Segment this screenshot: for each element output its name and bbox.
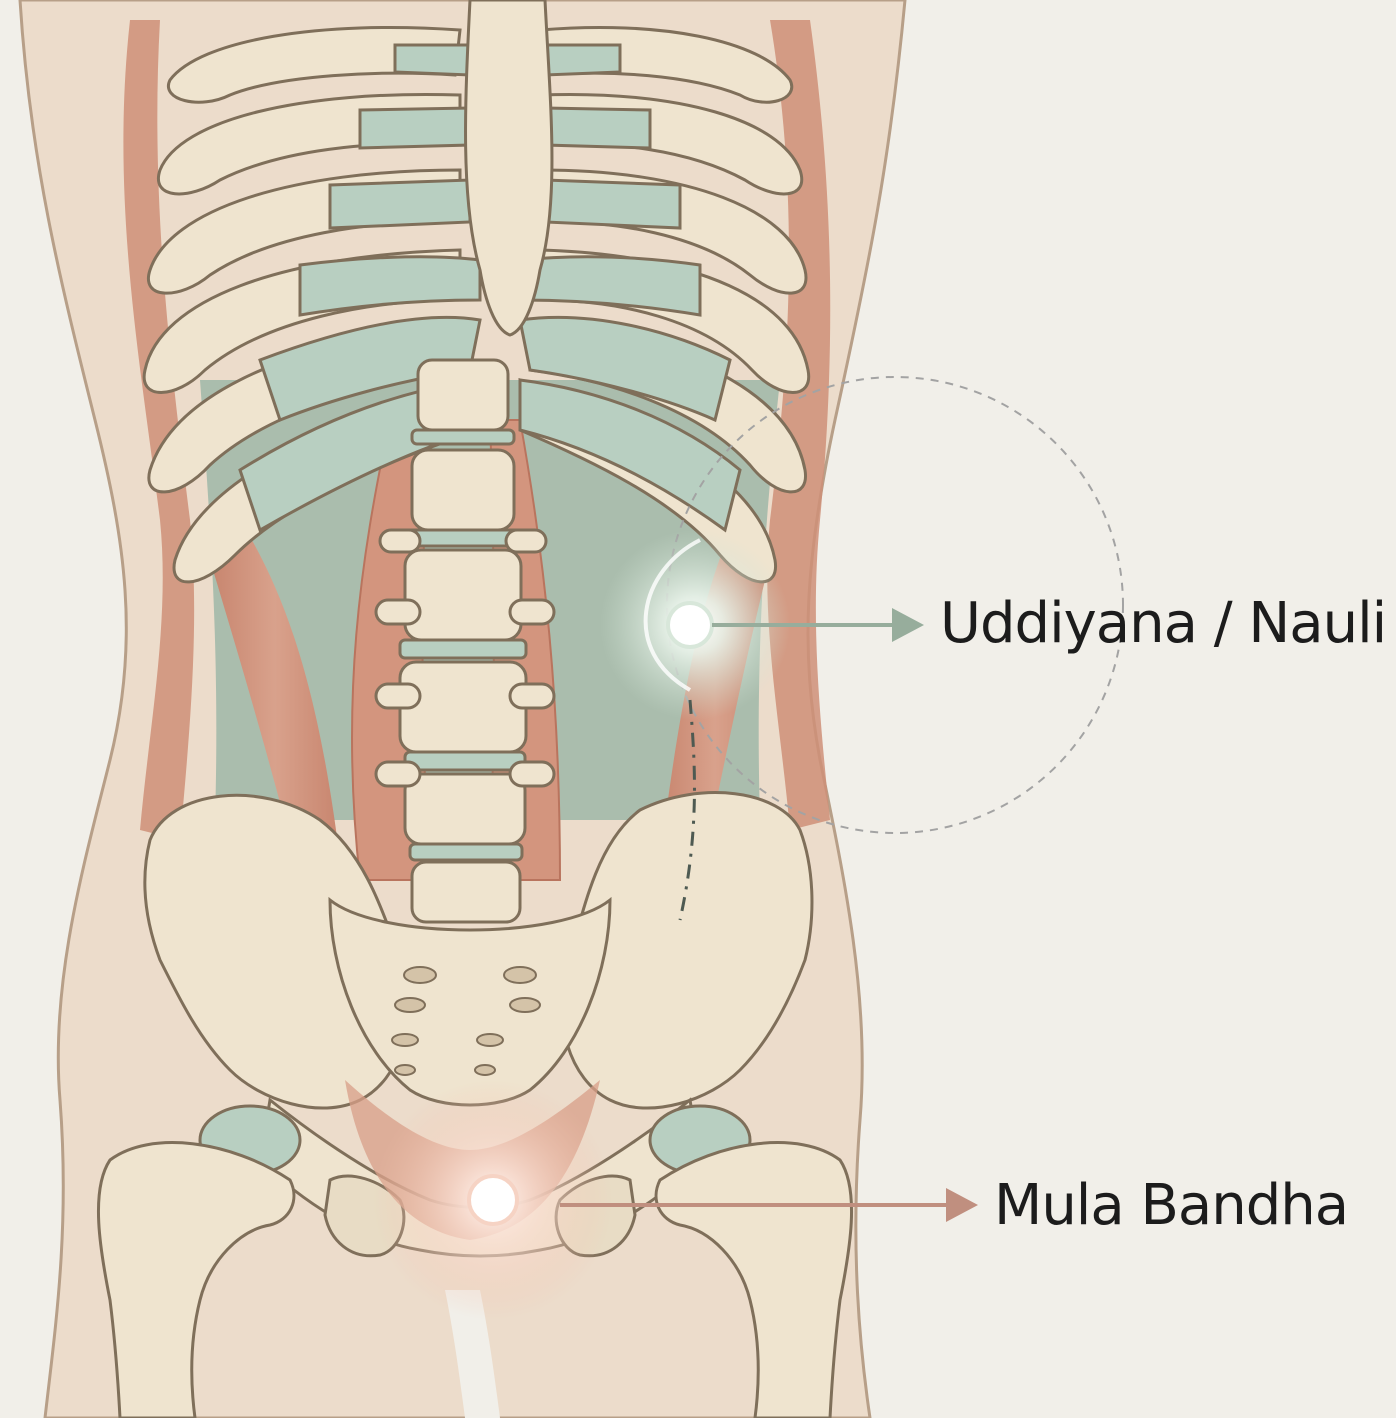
- uddiyana-point: [668, 603, 712, 647]
- uddiyana-nauli-label: Uddiyana / Nauli: [940, 596, 1386, 652]
- mula-point: [469, 1176, 517, 1224]
- mula-arrowhead: [946, 1188, 978, 1222]
- mula-bandha-label: Mula Bandha: [994, 1178, 1348, 1234]
- uddiyana-arrowhead: [892, 608, 924, 642]
